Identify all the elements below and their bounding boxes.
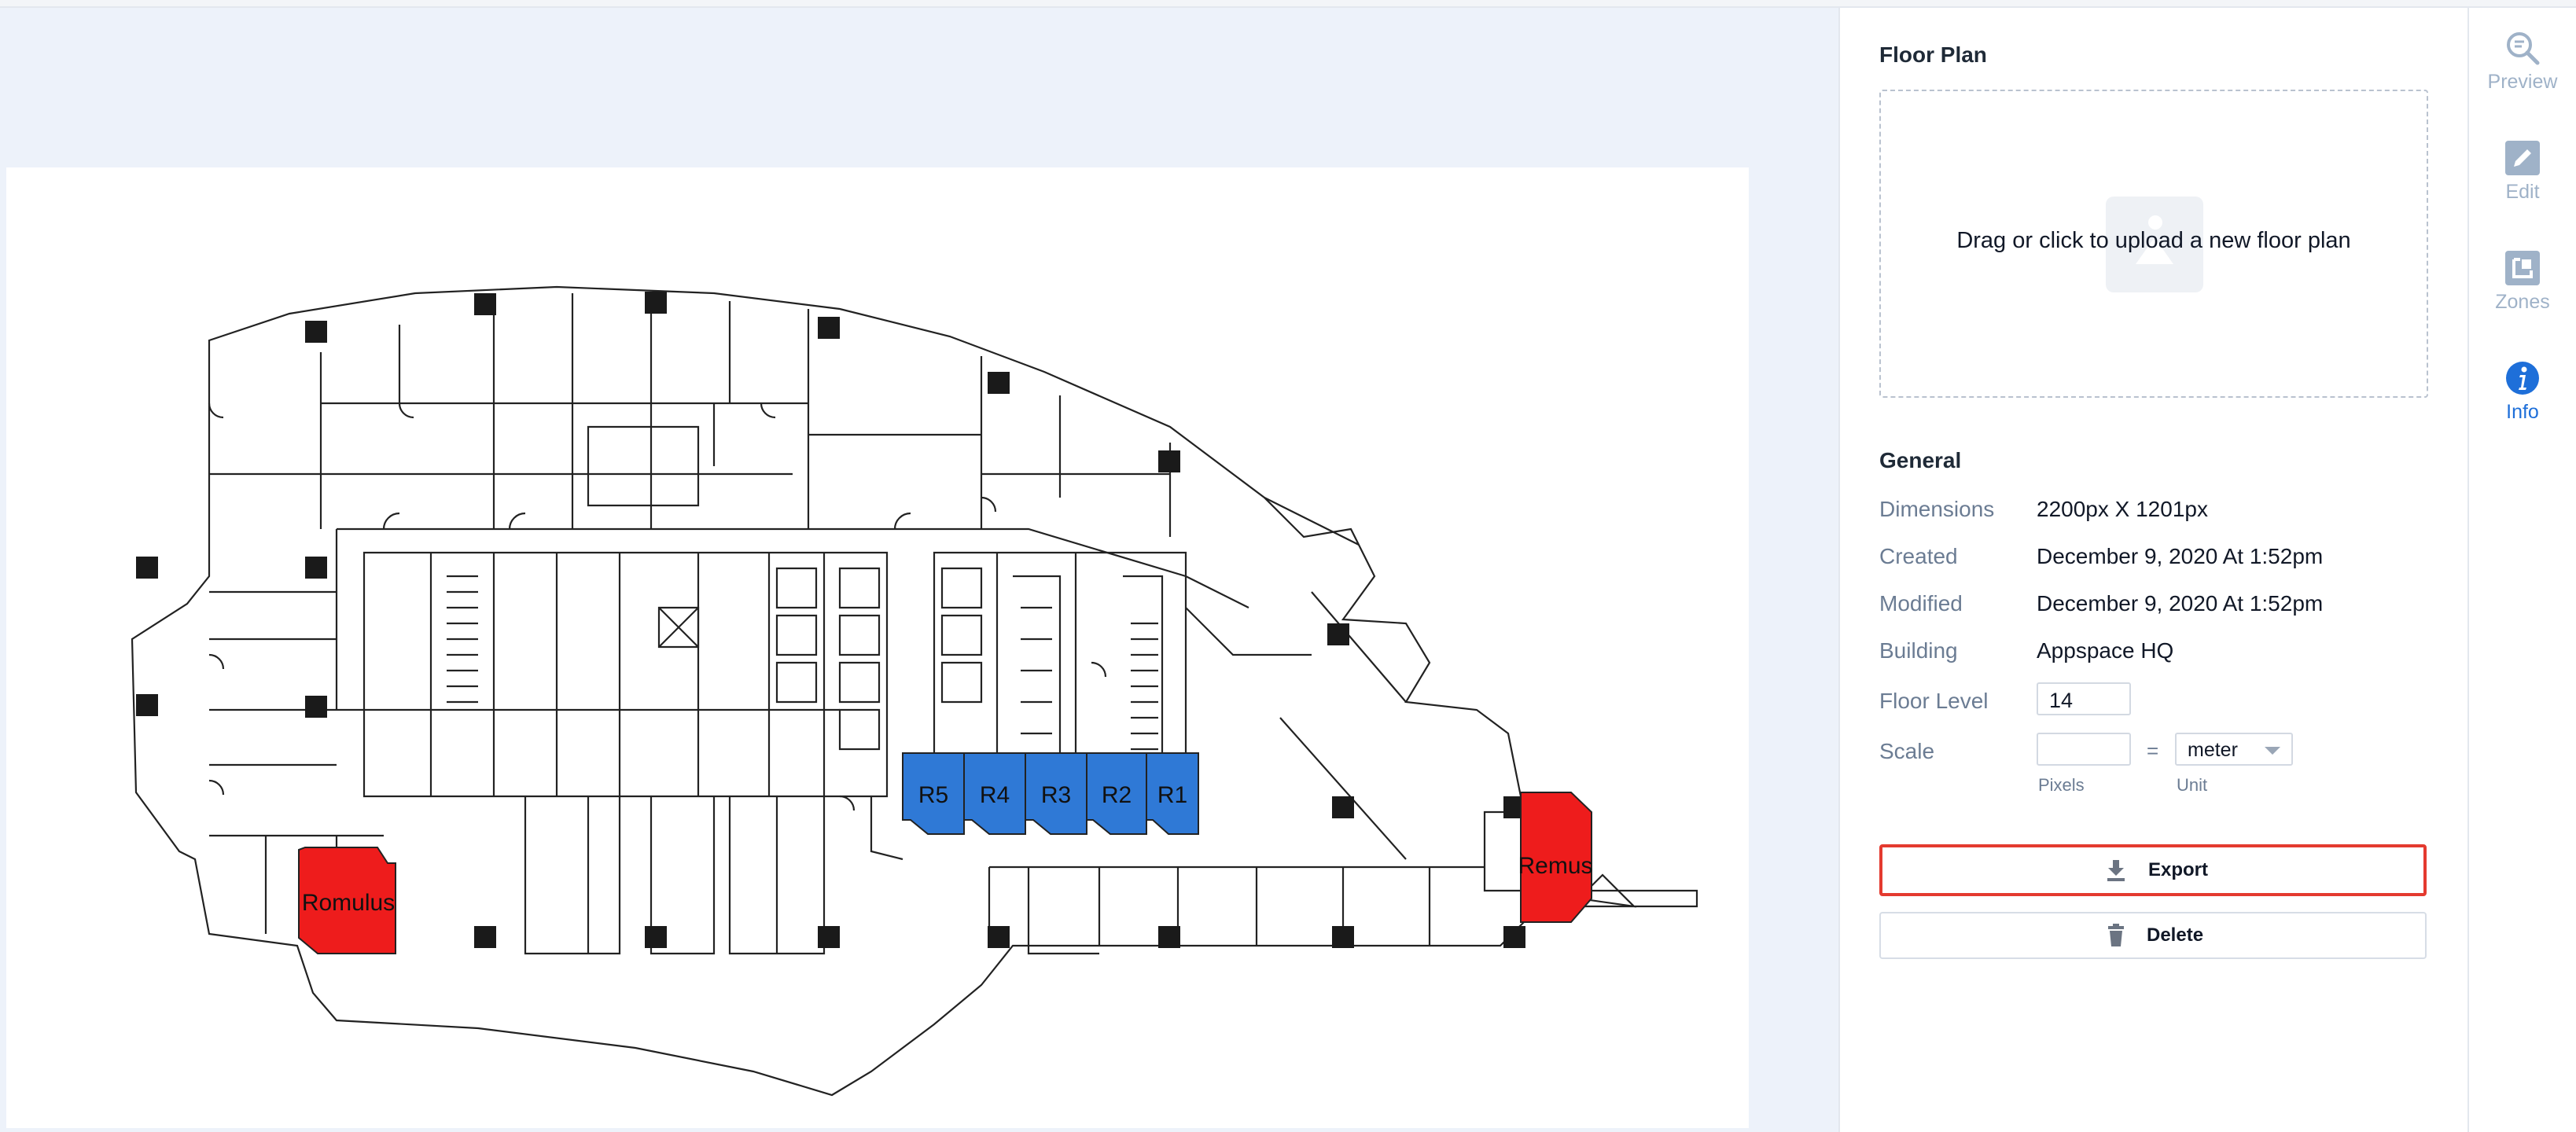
panel-divider (1838, 8, 1840, 1132)
chevron-down-icon (2265, 747, 2280, 755)
scale-unit-value: meter (2188, 739, 2238, 761)
room-label-r4: R4 (980, 782, 1010, 808)
building-value: Appspace HQ (2037, 638, 2174, 663)
room-remus (1520, 792, 1592, 923)
delete-label: Delete (2147, 924, 2204, 946)
building-outline (131, 285, 1698, 1097)
room-label-remus: Remus (1518, 853, 1592, 879)
rail-label-zones: Zones (2495, 291, 2550, 313)
room-label-r1: R1 (1157, 782, 1187, 808)
modified-label: Modified (1879, 591, 1963, 616)
created-label: Created (1879, 544, 1958, 568)
scale-label: Scale (1879, 739, 1935, 763)
room-label-r2: R2 (1102, 782, 1132, 808)
export-label: Export (2148, 859, 2209, 880)
export-button[interactable]: Export (1879, 844, 2427, 896)
floor-level-input[interactable]: 14 (2037, 682, 2131, 715)
scale-unit-select[interactable]: meter (2175, 733, 2293, 766)
pixels-caption: Pixels (2038, 775, 2085, 795)
floor-level-label: Floor Level (1879, 689, 1989, 713)
delete-button[interactable]: Delete (1879, 912, 2427, 959)
room-r1 (1146, 752, 1199, 835)
dimensions-value: 2200px X 1201px (2037, 497, 2208, 521)
rail-item-preview[interactable]: Preview (2469, 30, 2576, 94)
floor-plan-canvas[interactable]: R5 R4 R3 R2 R1 Romulus Remus (0, 8, 1838, 1132)
room-label-r5: R5 (918, 782, 948, 808)
trash-icon (2108, 924, 2124, 946)
floor-level-value: 14 (2049, 689, 2074, 712)
info-icon (2506, 362, 2539, 395)
rail-label-info: Info (2506, 401, 2539, 423)
room-label-romulus: Romulus (302, 890, 395, 916)
info-panel: Floor Plan Drag or click to upload a new… (1840, 8, 2467, 1132)
room-label-r3: R3 (1041, 782, 1071, 808)
zone-rooms (298, 752, 1592, 954)
floor-plan-title: Floor Plan (1879, 42, 1987, 67)
unit-caption: Unit (2177, 775, 2208, 795)
building-label: Building (1879, 638, 1958, 663)
floor-plan-sheet[interactable]: R5 R4 R3 R2 R1 Romulus Remus (6, 167, 1749, 1128)
modified-value: December 9, 2020 At 1:52pm (2037, 591, 2324, 616)
rail-label-edit: Edit (2505, 181, 2540, 203)
rail-item-info[interactable]: Info (2469, 360, 2576, 424)
pencil-icon (2505, 141, 2540, 175)
floor-plan-drawing: R5 R4 R3 R2 R1 Romulus Remus (131, 285, 1698, 1097)
rail-label-preview: Preview (2487, 71, 2558, 93)
room-romulus (298, 847, 396, 954)
download-icon (2107, 860, 2125, 881)
rail-item-edit[interactable]: Edit (2469, 140, 2576, 204)
top-border (0, 0, 2576, 8)
scale-equals: = (2147, 739, 2159, 763)
upload-dropzone[interactable]: Drag or click to upload a new floor plan (1879, 90, 2428, 398)
zones-icon (2505, 251, 2540, 285)
created-value: December 9, 2020 At 1:52pm (2037, 544, 2324, 568)
general-title: General (1879, 448, 1962, 472)
right-rail: Preview Edit Zones Info (2469, 8, 2576, 1132)
scale-pixels-input[interactable] (2037, 733, 2131, 766)
rail-divider (2467, 8, 2469, 1132)
dimensions-label: Dimensions (1879, 497, 1995, 521)
image-placeholder-icon (2106, 197, 2203, 292)
rail-item-zones[interactable]: Zones (2469, 250, 2576, 314)
search-icon (2507, 32, 2540, 65)
upload-text: Drag or click to upload a new floor plan (1956, 228, 2351, 253)
